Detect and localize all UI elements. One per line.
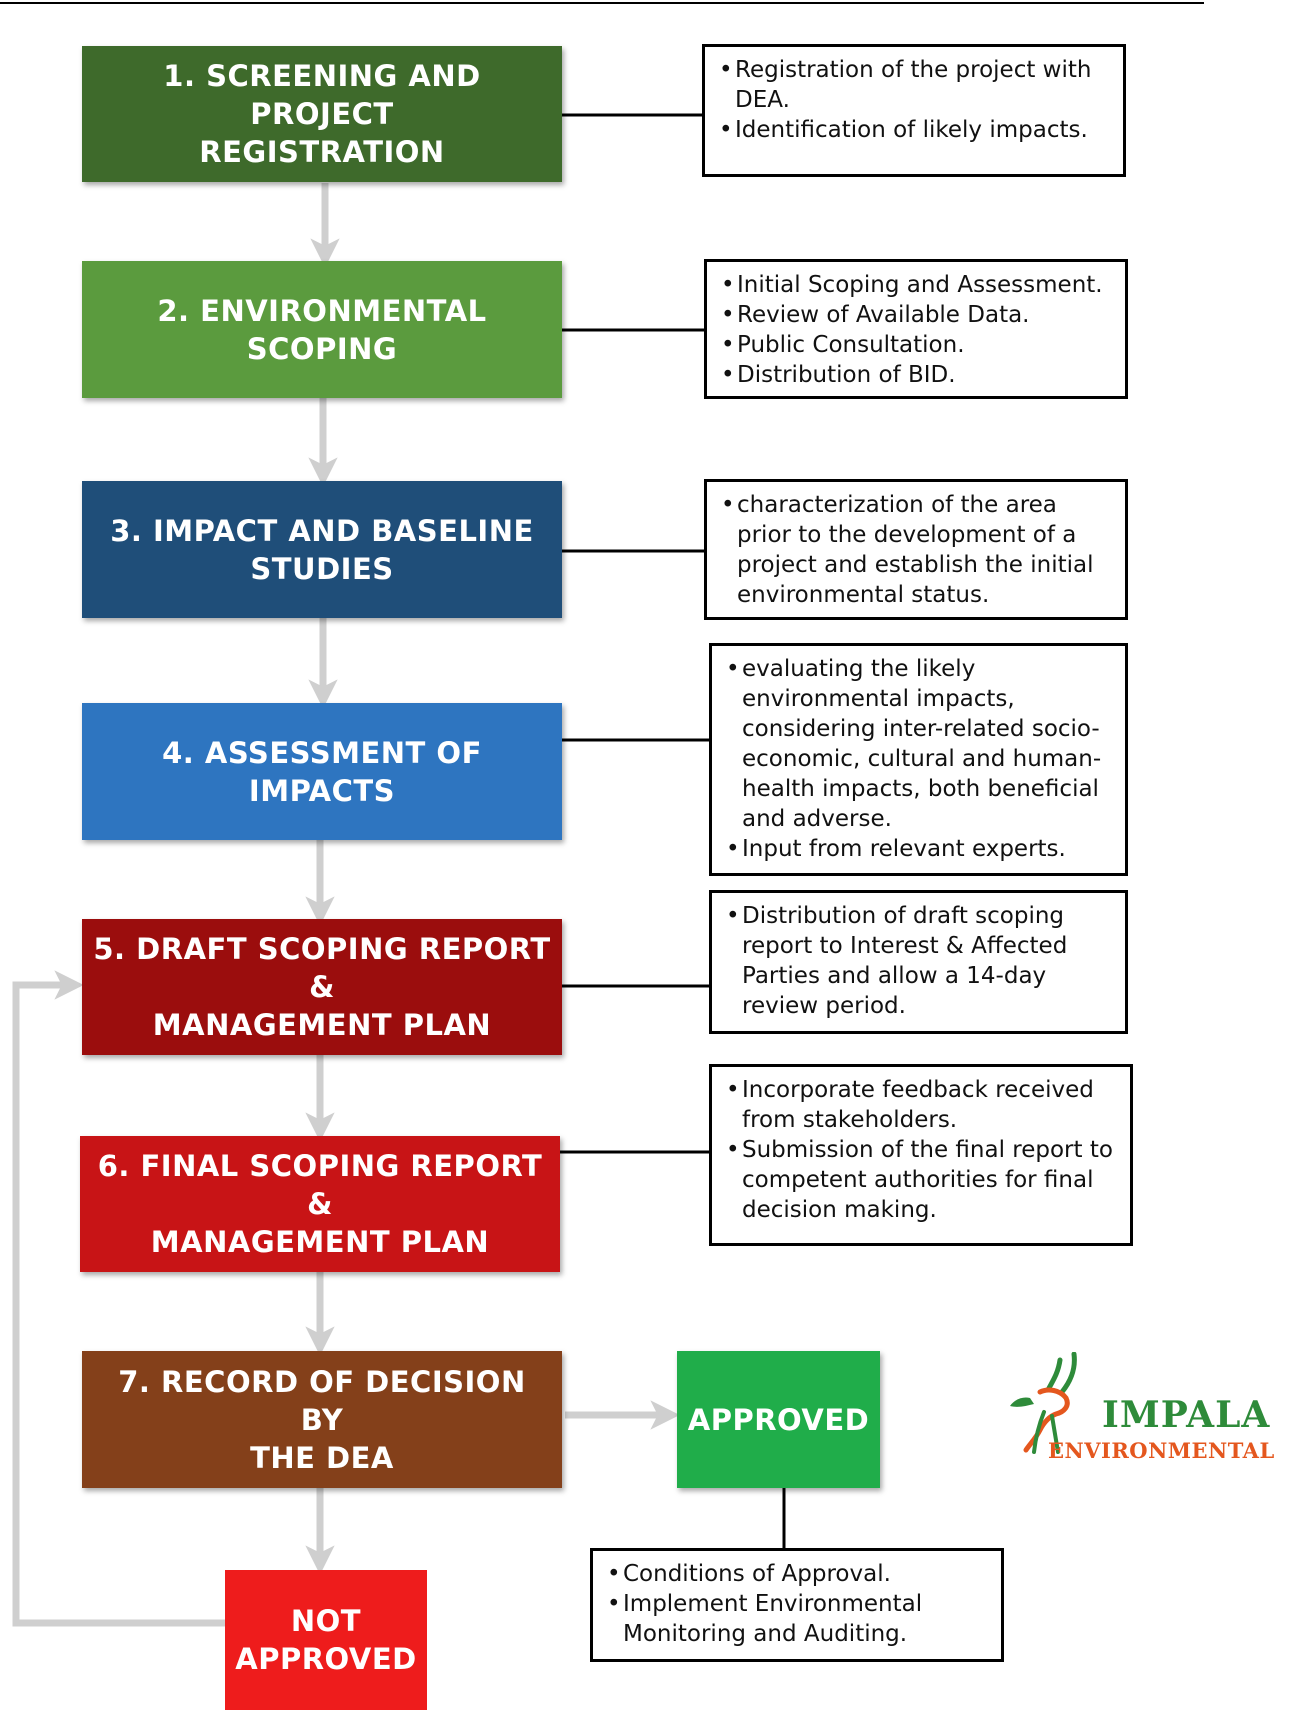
note-1-item-2: Identification of likely impacts. [719,115,1109,145]
approved-box: APPROVED [677,1351,880,1488]
note-approved: Conditions of Approval. Implement Enviro… [590,1548,1004,1662]
note-step-4: evaluating the likely environmental impa… [709,643,1128,876]
step-1-box: 1. SCREENING AND PROJECT REGISTRATION [82,46,562,182]
step-5-label: 5. DRAFT SCOPING REPORT & MANAGEMENT PLA… [93,932,551,1042]
step-2-label: 2. ENVIRONMENTAL SCOPING [157,293,487,366]
note-4-item-2: Input from relevant experts. [726,834,1111,864]
note-2-item-1: Initial Scoping and Assessment. [721,270,1111,300]
note-1-item-1: Registration of the project with DEA. [719,55,1109,115]
note-3-item-1: characterization of the area prior to th… [721,490,1111,610]
step-6-label: 6. FINAL SCOPING REPORT & MANAGEMENT PLA… [97,1149,543,1259]
loop-back-arrow [12,970,226,1627]
step-4-label: 4. ASSESSMENT OF IMPACTS [162,735,482,808]
step-7-label: 7. RECORD OF DECISION BY THE DEA [118,1364,526,1475]
approved-note-item-1: Conditions of Approval. [607,1559,987,1589]
step-7-box: 7. RECORD OF DECISION BY THE DEA [82,1351,562,1488]
step-3-label: 3. IMPACT AND BASELINE STUDIES [110,513,534,586]
not-approved-box: NOT APPROVED [225,1570,427,1710]
impala-environmental-logo: IMPALA ENVIRONMENTAL [1000,1352,1290,1472]
approved-note-item-2: Implement Environmental Monitoring and A… [607,1589,987,1649]
note-5-item-1: Distribution of draft scoping report to … [726,901,1111,1021]
header-rule [0,2,1204,4]
note-step-3: characterization of the area prior to th… [704,479,1128,620]
note-2-item-3: Public Consultation. [721,330,1111,360]
note-2-item-2: Review of Available Data. [721,300,1111,330]
step-2-box: 2. ENVIRONMENTAL SCOPING [82,261,562,398]
approved-label: APPROVED [687,1402,870,1437]
logo-name: IMPALA [1102,1394,1271,1436]
note-4-item-1: evaluating the likely environmental impa… [726,654,1111,834]
impala-antelope-icon [1010,1352,1077,1454]
step-3-box: 3. IMPACT AND BASELINE STUDIES [82,481,562,618]
note-step-6: Incorporate feedback received from stake… [709,1064,1133,1246]
note-step-1: Registration of the project with DEA. Id… [702,44,1126,177]
note-6-item-2: Submission of the final report to compet… [726,1135,1116,1225]
note-step-2: Initial Scoping and Assessment. Review o… [704,259,1128,399]
note-6-item-1: Incorporate feedback received from stake… [726,1075,1116,1135]
logo-tagline: ENVIRONMENTAL [1048,1438,1275,1463]
step-5-box: 5. DRAFT SCOPING REPORT & MANAGEMENT PLA… [82,919,562,1055]
step-4-box: 4. ASSESSMENT OF IMPACTS [82,703,562,840]
step-1-label: 1. SCREENING AND PROJECT REGISTRATION [163,59,481,169]
note-2-item-4: Distribution of BID. [721,360,1111,390]
not-approved-label: NOT APPROVED [235,1604,417,1676]
step-6-box: 6. FINAL SCOPING REPORT & MANAGEMENT PLA… [80,1136,560,1272]
note-step-5: Distribution of draft scoping report to … [709,890,1128,1034]
